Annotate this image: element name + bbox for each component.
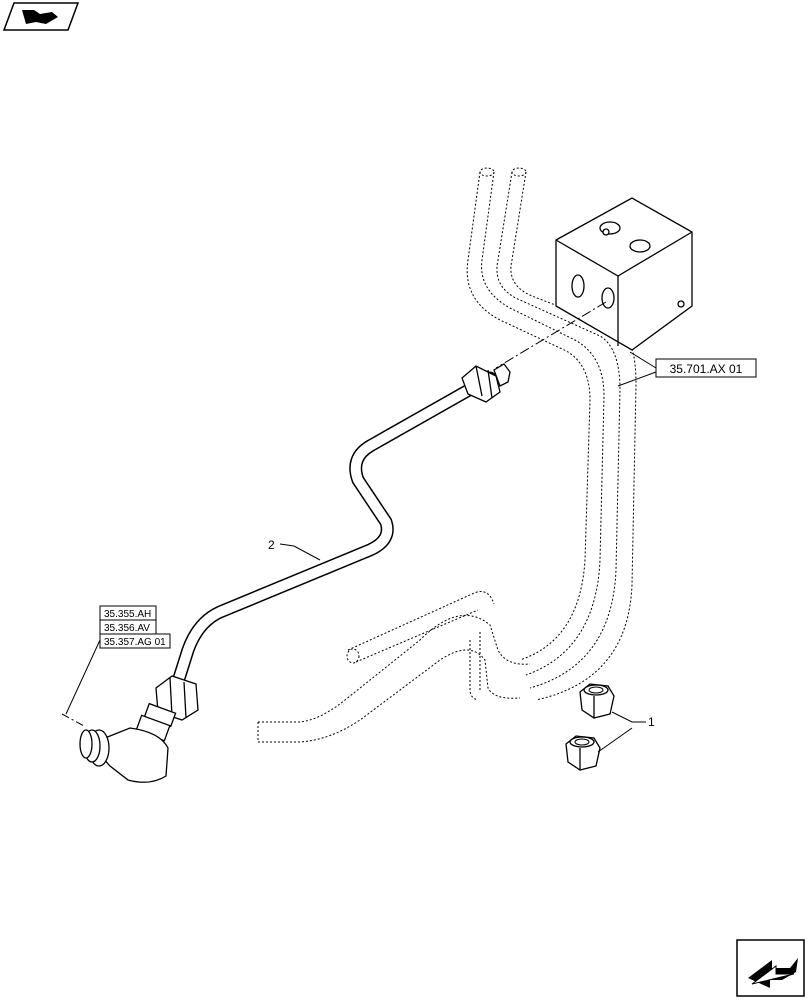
callout-1-leader-a [611, 711, 646, 723]
callout-2-leader [279, 543, 321, 561]
page-navigation-icon[interactable] [2, 2, 80, 31]
block-ref-box[interactable]: 35.701.AX 01 [655, 358, 757, 378]
nut-upper [579, 683, 615, 719]
elbow-ref-leader [65, 639, 101, 715]
elbow-ref-1-label: 35.355.AH [104, 609, 151, 620]
center-line [495, 301, 607, 369]
block-ref-label: 35.701.AX 01 [670, 362, 743, 376]
elbow-ref-box[interactable]: 35.355.AH 35.356.AV 35.357.AG 01 [99, 605, 171, 649]
phantom-tubes [257, 167, 637, 743]
elbow-fitting [79, 675, 199, 783]
nut-lower [565, 735, 601, 771]
elbow-ref-2-label: 35.356.AV [104, 623, 150, 634]
tube-end-fitting [461, 363, 511, 403]
callout-1[interactable]: 1 [648, 715, 655, 729]
navigate-to-parent-icon[interactable] [736, 939, 805, 997]
valve-block [555, 197, 693, 351]
block-ref-leader [629, 351, 657, 369]
hydraulic-tube [169, 371, 497, 695]
callout-2[interactable]: 2 [268, 538, 275, 552]
callout-1-leader-b [597, 727, 633, 753]
elbow-ref-3-label: 35.357.AG 01 [104, 637, 166, 648]
